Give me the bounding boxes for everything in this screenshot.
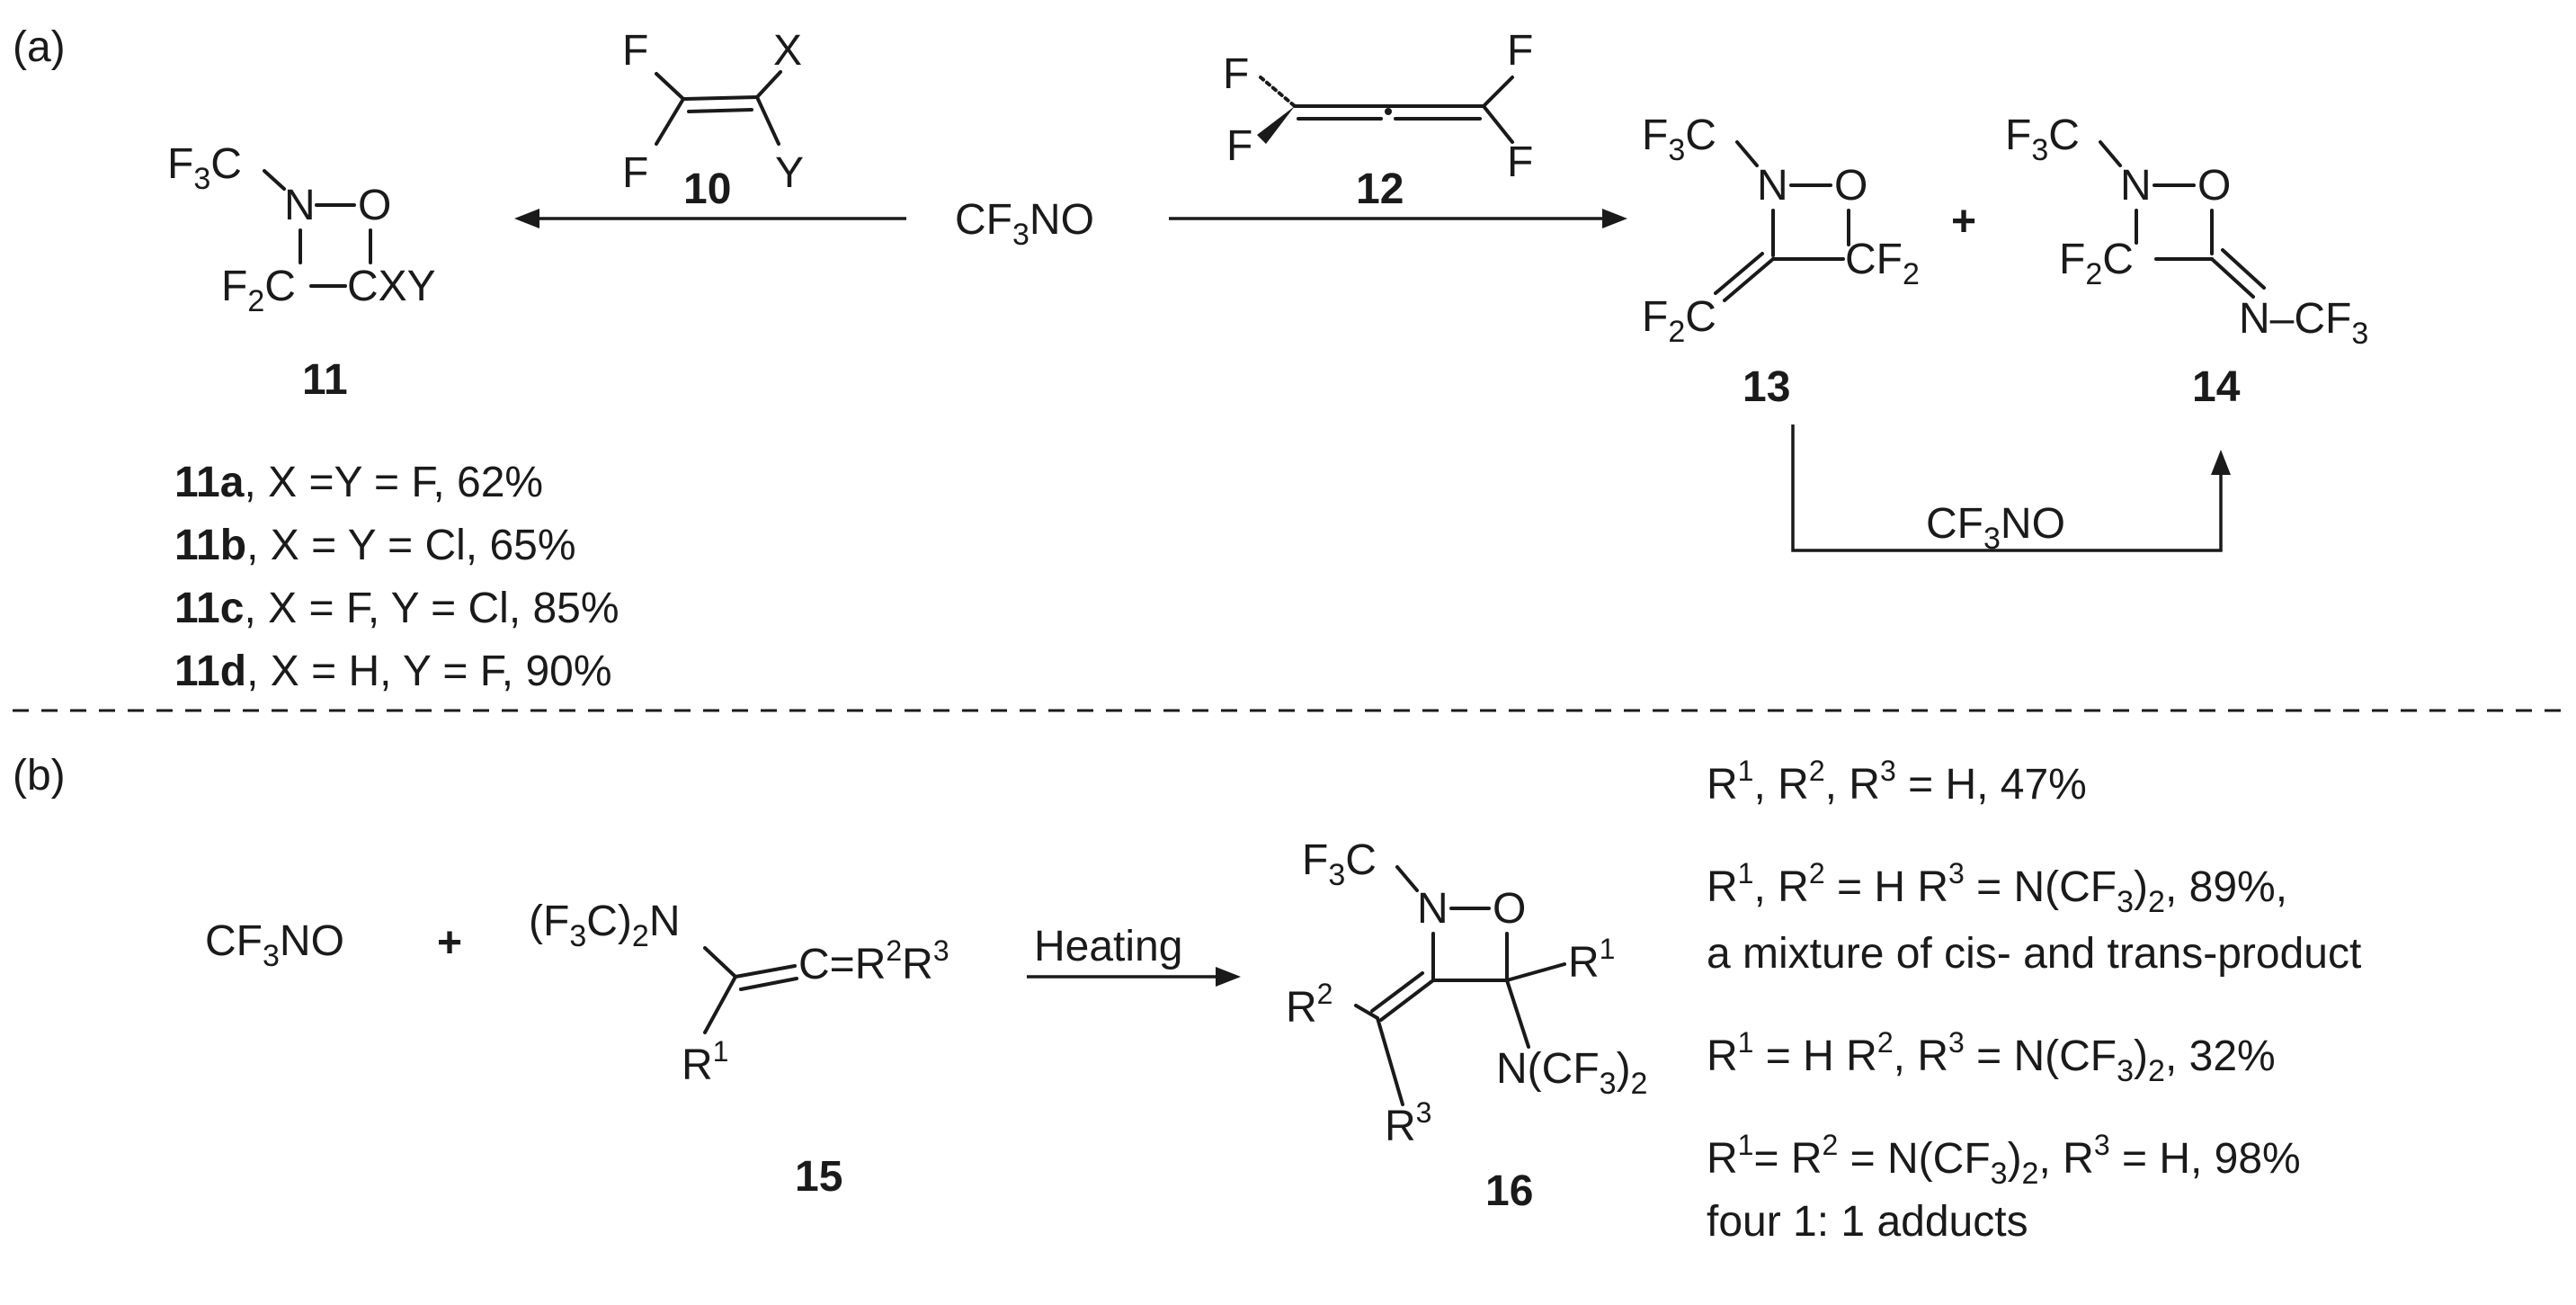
product-14-imine: N–CF3 — [2239, 295, 2368, 351]
product-16-r3: R3 — [1385, 1096, 1431, 1150]
results-16-list: R1, R2, R3 = H, 47% R1, R2 = H R3 = N(CF… — [1707, 755, 2361, 1246]
plus-b: + — [437, 919, 462, 967]
product-16-ncf3: N(CF3)2 — [1496, 1045, 1647, 1101]
product-14-n: N — [2120, 162, 2152, 210]
product-11-cf3: F3C — [167, 140, 242, 196]
reagent-10-x: X — [773, 27, 802, 75]
reagent-12-f3: F — [1507, 27, 1533, 75]
compound-15-structure: (F3C)2N R1 C=R2R3 15 — [529, 898, 949, 1201]
reagent-10-structure: F X F Y 10 — [622, 27, 804, 213]
panel-b-label: (b) — [13, 752, 66, 800]
result-line-5: R1= R2 = N(CF3)2, R3 = H, 98% — [1707, 1129, 2301, 1191]
product-11-cxy: CXY — [347, 263, 436, 310]
result-line-6: four 1: 1 adducts — [1707, 1198, 2028, 1246]
result-line-2: R1, R2 = H R3 = N(CF3)2, 89%, — [1707, 857, 2287, 919]
compound-15-chain: C=R2R3 — [798, 934, 949, 988]
product-14-cf3: F3C — [2005, 112, 2080, 167]
product-11-n: N — [284, 182, 316, 229]
heating-arrow: Heating — [1027, 923, 1241, 987]
arrow-to-11 — [514, 209, 906, 228]
plus-13-14: + — [1951, 198, 1976, 246]
product-13-cf2: CF2 — [1845, 236, 1920, 291]
reagent-12-f2: F — [1226, 122, 1252, 170]
cf3no-reagent-a: CF3NO — [955, 196, 1094, 252]
product-16-o: O — [1493, 885, 1526, 933]
reagent-10-f-bottom: F — [622, 149, 648, 197]
compound-16-number: 16 — [1485, 1167, 1533, 1215]
reagent-10-y: Y — [775, 149, 804, 197]
conversion-13-to-14-arrow: CF3NO — [1791, 425, 2231, 556]
product-11-structure: F3C N O F2C CXY 11 — [167, 140, 436, 404]
result-line-3: a mixture of cis- and trans-product — [1707, 930, 2361, 978]
yield-11a: 11a, X =Y = F, 62% — [174, 459, 543, 506]
compound-15-r1: R1 — [682, 1035, 728, 1089]
compound-13-number: 13 — [1743, 363, 1790, 411]
product-16-cf3: F3C — [1302, 836, 1377, 892]
heating-condition: Heating — [1034, 923, 1182, 970]
result-line-4: R1 = H R2, R3 = N(CF3)2, 32% — [1707, 1026, 2276, 1088]
reagent-12-f4: F — [1507, 139, 1533, 186]
yield-11d: 11d, X = H, Y = F, 90% — [174, 648, 612, 695]
product-13-n: N — [1757, 162, 1788, 210]
arrow-to-13-14 — [1169, 209, 1627, 228]
yield-11c: 11c, X = F, Y = Cl, 85% — [174, 585, 619, 632]
compound-10-number: 10 — [683, 165, 731, 213]
cf3no-reagent-b: CF3NO — [205, 917, 344, 973]
product-14-f2c: F2C — [2059, 236, 2134, 291]
compound-11-number: 11 — [302, 356, 348, 404]
compound-14-number: 14 — [2192, 363, 2241, 411]
product-11-f2c: F2C — [221, 263, 296, 318]
product-11-o: O — [358, 182, 391, 229]
product-13-cf3: F3C — [1642, 112, 1716, 167]
product-13-structure: F3C N O CF2 F2C 13 — [1642, 112, 1920, 411]
result-line-1: R1, R2, R3 = H, 47% — [1707, 755, 2087, 809]
product-16-structure: F3C N O R1 R2 R3 N(CF3)2 16 — [1286, 836, 1647, 1215]
product-16-n: N — [1417, 885, 1448, 933]
product-14-o: O — [2197, 162, 2231, 210]
panel-a-label: (a) — [13, 23, 66, 71]
reagent-12-f1: F — [1223, 50, 1249, 98]
yields-11-list: 11a, X =Y = F, 62% 11b, X = Y = Cl, 65% … — [174, 459, 619, 695]
compound-15-number: 15 — [795, 1153, 842, 1201]
product-13-o: O — [1834, 162, 1867, 210]
yield-11b: 11b, X = Y = Cl, 65% — [174, 522, 576, 569]
product-16-r2: R2 — [1286, 978, 1333, 1032]
product-13-f2c: F2C — [1642, 293, 1716, 349]
cf3no-reagent-conversion: CF3NO — [1926, 500, 2065, 556]
compound-15-n-substituent: (F3C)2N — [529, 898, 680, 953]
reagent-10-f-top: F — [622, 27, 648, 75]
product-16-r1: R1 — [1568, 933, 1615, 987]
product-14-structure: F3C N O F2C N–CF3 14 — [2005, 112, 2368, 411]
reagent-12-structure: F F F F 12 — [1223, 27, 1533, 213]
compound-12-number: 12 — [1356, 165, 1404, 213]
